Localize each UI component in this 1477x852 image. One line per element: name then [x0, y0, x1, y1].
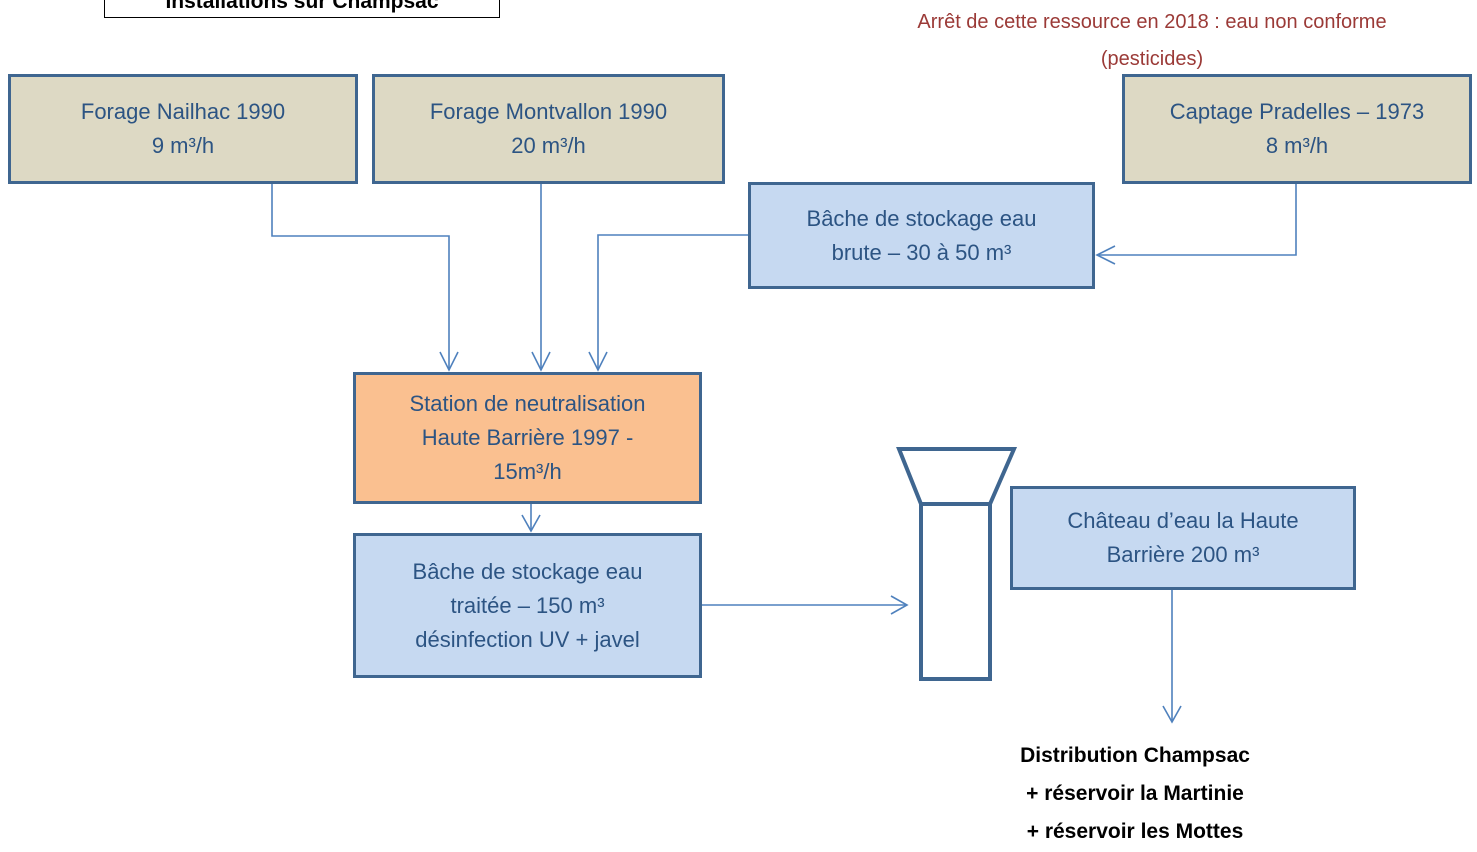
arrow-nailhac-to-station	[271, 184, 450, 370]
distribution-text: Distribution Champsac + réservoir la Mar…	[960, 737, 1310, 851]
storage-line-1: Bâche de stockage eau	[412, 558, 643, 584]
source-captage-pradelles: Captage Pradelles – 1973 8 m³/h	[1122, 74, 1472, 184]
station-line-1: Station de neutralisation	[409, 391, 646, 416]
chateau-line-1: Château d’eau la Haute	[1067, 508, 1299, 533]
resource-stop-note: Arrêt de cette ressource en 2018 : eau n…	[826, 4, 1477, 78]
bache-stockage-eau-brute: Bâche de stockage eau brute – 30 à 50 m³	[748, 182, 1095, 289]
arrowhead	[1162, 705, 1182, 724]
source-flow: 20 m³/h	[511, 133, 586, 158]
arrowhead	[439, 351, 459, 372]
arrow-bache-brute-to-station	[597, 234, 748, 370]
station-line-3: 15m³/h	[493, 459, 562, 484]
note-line-2: (pesticides)	[1100, 48, 1204, 70]
bache-stockage-eau-traitee: Bâche de stockage eau traitée – 150 m³ d…	[353, 533, 702, 678]
chateau-line-2: Barrière 200 m³	[1106, 542, 1260, 567]
water-tower-icon	[896, 447, 1018, 681]
storage-line-2: traitée – 150 m³	[450, 592, 605, 618]
source-name: Captage Pradelles – 1973	[1169, 99, 1425, 124]
source-flow: 8 m³/h	[1265, 133, 1329, 158]
arrowhead	[890, 595, 909, 615]
storage-line-1: Bâche de stockage eau	[806, 205, 1037, 231]
source-forage-montvallon: Forage Montvallon 1990 20 m³/h	[372, 74, 725, 184]
station-neutralisation: Station de neutralisation Haute Barrière…	[353, 372, 702, 504]
arrowhead	[531, 351, 551, 372]
source-flow: 9 m³/h	[151, 133, 215, 158]
arrowhead	[1095, 245, 1116, 265]
distribution-line-1: Distribution Champsac	[1020, 744, 1250, 767]
distribution-line-2: + réservoir la Martinie	[1026, 782, 1244, 805]
arrowhead	[588, 351, 608, 372]
storage-line-2: brute – 30 à 50 m³	[831, 239, 1012, 265]
note-line-1: Arrêt de cette ressource en 2018 : eau n…	[917, 11, 1387, 33]
distribution-line-3: + réservoir les Mottes	[1026, 820, 1244, 843]
arrow-pradelles-to-bache-brute	[1097, 184, 1297, 256]
arrowhead	[521, 514, 541, 533]
chateau-deau-haute-barriere: Château d’eau la Haute Barrière 200 m³	[1010, 486, 1356, 590]
station-line-2: Haute Barrière 1997 -	[421, 425, 634, 450]
source-forage-nailhac: Forage Nailhac 1990 9 m³/h	[8, 74, 358, 184]
source-name: Forage Montvallon 1990	[429, 99, 668, 124]
storage-line-3: désinfection UV + javel	[415, 626, 640, 652]
diagram-title: Installations sur Champsac	[104, 0, 500, 18]
source-name: Forage Nailhac 1990	[80, 99, 286, 124]
